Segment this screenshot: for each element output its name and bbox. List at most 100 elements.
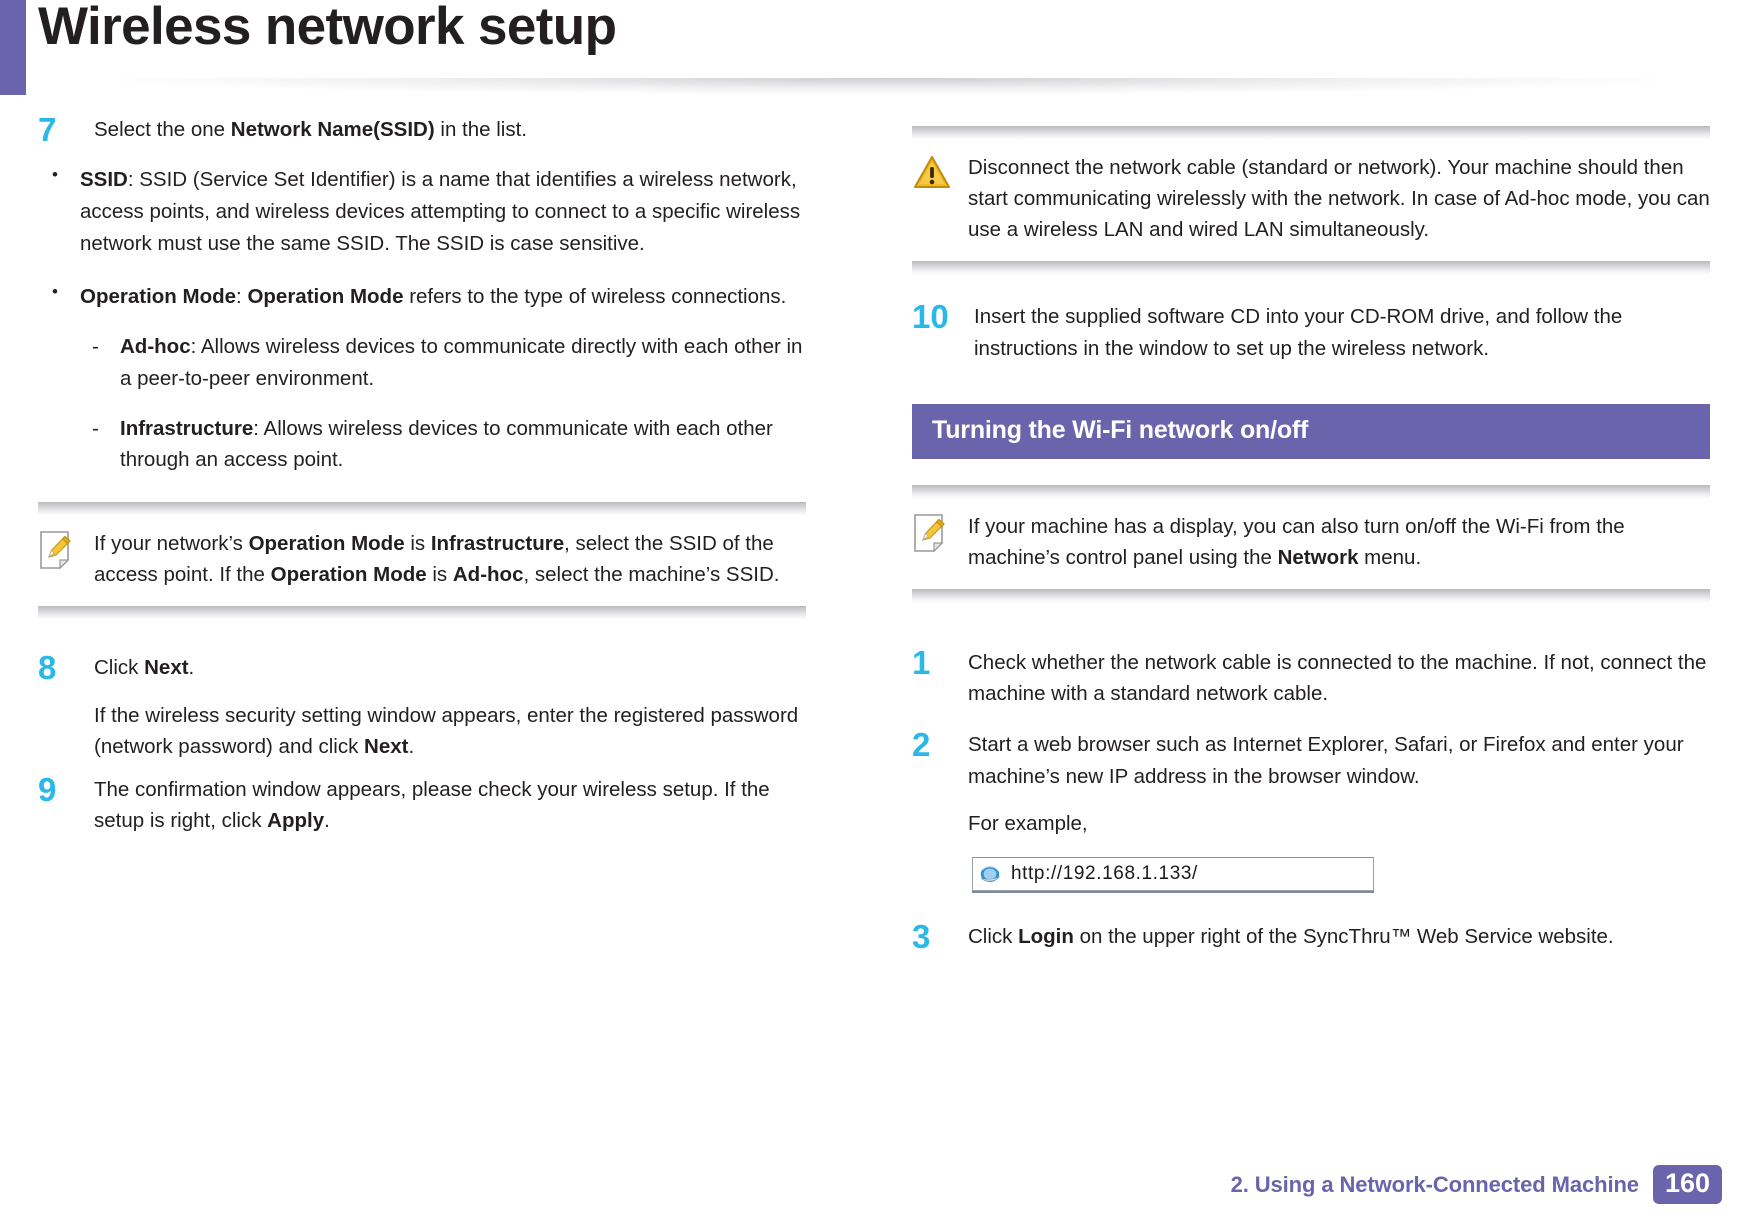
note-b3: Operation Mode: [270, 563, 427, 587]
step-number: 8: [38, 649, 57, 687]
step-1: 1 Check whether the network cable is con…: [912, 645, 1710, 709]
step-2-text: Start a web browser such as Internet Exp…: [968, 733, 1684, 788]
step-7-text: Select the one Network Name(SSID) in the…: [94, 114, 806, 145]
step-number: 1: [912, 644, 931, 682]
note-seg2: menu.: [1358, 545, 1422, 569]
step-8-line-1: Click Next.: [94, 652, 806, 683]
step-body: Insert the supplied software CD into you…: [974, 299, 1710, 363]
bullet-operation-mode-colon: :: [236, 285, 248, 309]
step-3-text-after: on the upper right of the SyncThru™ Web …: [1073, 924, 1614, 948]
note-b2: Infrastructure: [430, 532, 565, 556]
step-body: Start a web browser such as Internet Exp…: [968, 727, 1710, 838]
note-seg2: is: [404, 532, 431, 556]
step-number: 7: [38, 111, 57, 148]
content-columns: 7 Select the one Network Name(SSID) in t…: [0, 112, 1748, 1132]
step-9: 9 The confirmation window appears, pleas…: [38, 772, 806, 836]
address-bar-underline: [972, 890, 1374, 893]
step-1-text: Check whether the network cable is conne…: [968, 651, 1707, 706]
step-3-text: Click Login on the upper right of the Sy…: [968, 921, 1710, 952]
step-8-line1-after: .: [188, 656, 195, 680]
note-callout-operation-mode: If your network’s Operation Mode is Infr…: [38, 502, 806, 621]
bullet-operation-mode-text: refers to the type of wireless connectio…: [403, 285, 787, 309]
callout-bottom-rule: [38, 606, 806, 621]
step-8-line1-bold: Next: [144, 656, 189, 680]
step-body: The confirmation window appears, please …: [94, 772, 806, 836]
address-bar[interactable]: http://192.168.1.133/: [972, 856, 1374, 891]
page-number-badge: 160: [1652, 1165, 1722, 1204]
callout-top-rule: [912, 126, 1710, 140]
note-callout-wifi-display: If your machine has a display, you can a…: [912, 484, 1710, 604]
note-text: If your network’s Operation Mode is Infr…: [94, 528, 806, 590]
step-9-text-before: The confirmation window appears, please …: [94, 777, 770, 833]
section-heading-wifi-on-off: Turning the Wi-Fi network on/off: [912, 403, 1710, 459]
caution-text: Disconnect the network cable (standard o…: [968, 156, 1710, 242]
sub-item-infrastructure: Infrastructure: Allows wireless devices …: [80, 413, 806, 477]
bullet-ssid-text: : SSID (Service Set Identifier) is a nam…: [80, 168, 801, 255]
note-seg5: , select the machine’s SSID.: [523, 563, 780, 587]
address-bar-url: http://192.168.1.133/: [1011, 862, 1198, 884]
step-number: 10: [912, 298, 949, 336]
sub-item-infrastructure-term: Infrastructure: [120, 416, 254, 440]
step-7-bold: Network Name(SSID): [230, 118, 435, 141]
right-column: Disconnect the network cable (standard o…: [874, 112, 1748, 1132]
sub-item-infrastructure-text: : Allows wireless devices to communicate…: [120, 416, 773, 472]
step-8-line2-after: .: [408, 734, 415, 758]
footer-chapter-label: 2. Using a Network-Connected Machine: [1230, 1171, 1639, 1197]
step-9-text: The confirmation window appears, please …: [94, 774, 806, 836]
step-body: Click Login on the upper right of the Sy…: [968, 919, 1710, 952]
bullet-ssid-term: SSID: [80, 168, 128, 191]
step-number: 2: [912, 726, 931, 764]
header-divider-shadow: [26, 78, 1748, 100]
note-pencil-icon: [38, 528, 94, 575]
bullet-operation-mode-term: Operation Mode: [80, 285, 237, 309]
step-body: Select the one Network Name(SSID) in the…: [94, 112, 806, 145]
note-seg1: If your network’s: [94, 532, 249, 556]
step-7-text-before: Select the one: [94, 118, 231, 141]
step-3-bold: Login: [1018, 924, 1074, 948]
step-2: 2 Start a web browser such as Internet E…: [912, 727, 1710, 838]
note-seg3: , select the SSID of the access point. I…: [94, 532, 774, 587]
callout-body: If your network’s Operation Mode is Infr…: [38, 516, 806, 606]
bullet-operation-mode-term2: Operation Mode: [247, 285, 404, 309]
note-b4: Ad-hoc: [452, 563, 524, 587]
step-2-text-2: For example,: [968, 811, 1088, 835]
step-7-text-after: in the list.: [434, 118, 527, 141]
sub-item-ad-hoc: Ad-hoc: Allows wireless devices to commu…: [80, 331, 806, 395]
step-body: Click Next. If the wireless security set…: [94, 650, 806, 761]
step-7: 7 Select the one Network Name(SSID) in t…: [38, 112, 806, 146]
note-pencil-icon: [912, 511, 968, 558]
ssid-bullet-list: SSID: SSID (Service Set Identifier) is a…: [38, 162, 806, 476]
note-b1: Operation Mode: [248, 532, 405, 556]
callout-top-rule: [38, 502, 806, 517]
step-3: 3 Click Login on the upper right of the …: [912, 919, 1710, 953]
step-body: Check whether the network cable is conne…: [968, 645, 1710, 709]
step-10-text: Insert the supplied software CD into you…: [974, 305, 1623, 360]
left-column: 7 Select the one Network Name(SSID) in t…: [0, 112, 874, 1132]
caution-callout: Disconnect the network cable (standard o…: [912, 126, 1710, 276]
bullet-operation-mode: Operation Mode: Operation Mode refers to…: [38, 279, 806, 476]
note-text: If your machine has a display, you can a…: [968, 511, 1710, 573]
step-3-text-before: Click: [968, 924, 1019, 948]
sub-item-ad-hoc-term: Ad-hoc: [120, 335, 191, 359]
callout-bottom-rule: [912, 589, 1710, 604]
step-number: 9: [38, 770, 57, 808]
page-footer: 2. Using a Network-Connected Machine 160: [0, 1165, 1748, 1204]
step-8: 8 Click Next. If the wireless security s…: [38, 650, 806, 761]
page-title: Wireless network setup: [38, 0, 617, 56]
step-10: 10 Insert the supplied software CD into …: [912, 299, 1710, 363]
bullet-ssid: SSID: SSID (Service Set Identifier) is a…: [38, 162, 806, 259]
callout-body: If your machine has a display, you can a…: [912, 499, 1710, 589]
step-8-line1-before: Click: [94, 656, 145, 680]
note-seg1: If your machine has a display, you can a…: [968, 514, 1625, 569]
internet-explorer-icon: [979, 863, 1001, 885]
callout-body: Disconnect the network cable (standard o…: [912, 140, 1710, 261]
callout-bottom-rule: [912, 261, 1710, 276]
step-9-bold: Apply: [267, 809, 325, 833]
page-header: Wireless network setup: [0, 0, 1748, 108]
step-8-line-2: If the wireless security setting window …: [94, 700, 806, 762]
callout-top-rule: [912, 484, 1710, 499]
step-9-text-after: .: [324, 809, 330, 833]
operation-mode-sub-list: Ad-hoc : Allows wireless devices to commu…: [80, 331, 806, 476]
step-8-line2-before: If the wireless security setting window …: [94, 703, 799, 758]
step-8-line2-bold: Next: [364, 734, 409, 758]
